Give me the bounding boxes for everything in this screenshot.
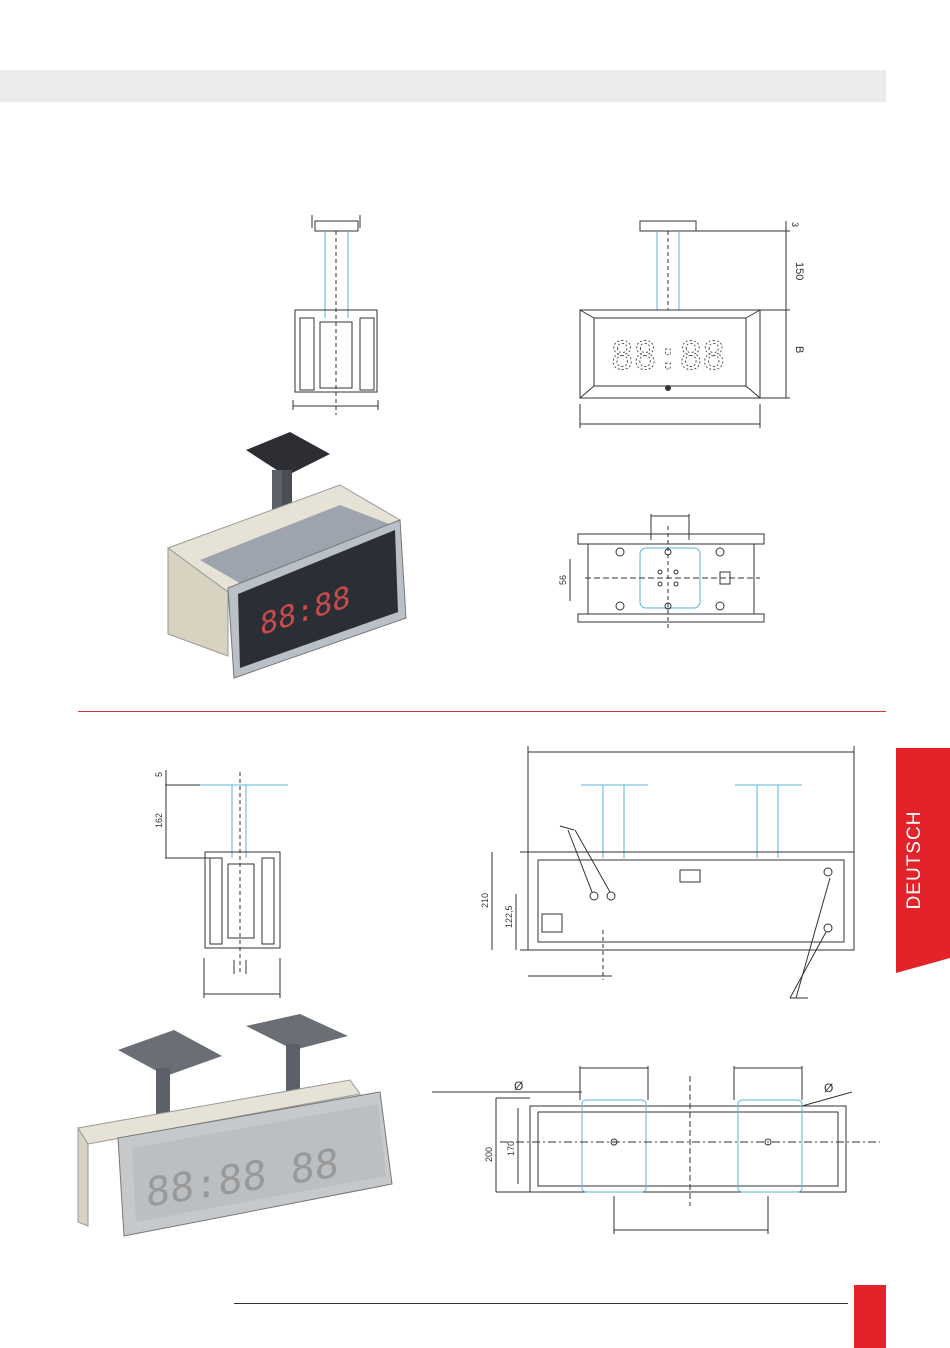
front-view-double bbox=[492, 746, 854, 998]
dim-phi-right: Ø bbox=[824, 1081, 833, 1095]
render-double-clock: 88:88 88 bbox=[78, 1014, 392, 1236]
dim-height-b: B bbox=[793, 346, 805, 353]
side-view-single bbox=[293, 215, 378, 415]
dim-5: 5 bbox=[154, 772, 164, 777]
language-label: DEUTSCH bbox=[904, 811, 926, 910]
dim-162: 162 bbox=[154, 813, 164, 828]
bottom-view-double bbox=[432, 1066, 880, 1234]
footer-line bbox=[234, 1303, 848, 1304]
dim-height-150: 150 bbox=[793, 262, 805, 280]
side-view-double bbox=[165, 770, 288, 998]
render-single-clock: 88:88 bbox=[168, 432, 406, 678]
bottom-view-single bbox=[570, 514, 764, 630]
dim-spacing-56: 56 bbox=[558, 575, 568, 585]
dim-210: 210 bbox=[480, 893, 490, 908]
section-divider bbox=[78, 711, 886, 712]
front-display-digits: 88:88 bbox=[611, 334, 725, 378]
dim-200: 200 bbox=[484, 1147, 494, 1162]
dim-170: 170 bbox=[506, 1141, 516, 1156]
dim-top-gap: 3 bbox=[790, 222, 800, 227]
dim-122-5: 122,5 bbox=[504, 905, 514, 928]
page-number-box bbox=[854, 1285, 886, 1348]
brand-logo-icon bbox=[665, 385, 671, 391]
front-view-single bbox=[580, 221, 790, 428]
dim-phi-left: Ø bbox=[514, 1079, 523, 1093]
